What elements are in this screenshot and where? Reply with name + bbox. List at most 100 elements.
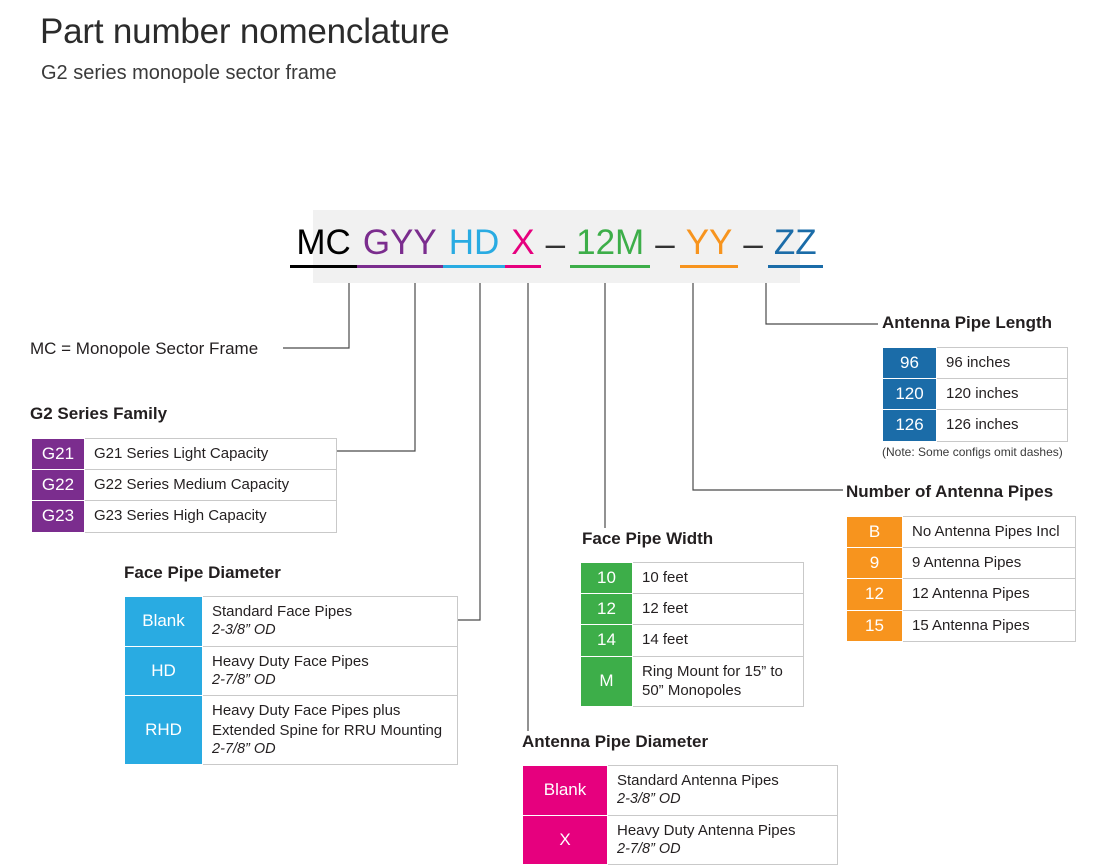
row-value-main: Ring Mount for 15” to 50” Monopoles bbox=[642, 662, 783, 699]
row-value-main: 96 inches bbox=[946, 354, 1011, 371]
row-key: M bbox=[580, 655, 633, 707]
formula-dash: – bbox=[545, 224, 566, 264]
row-key: Blank bbox=[522, 765, 608, 816]
row-value: G23 Series High Capacity bbox=[84, 500, 337, 533]
row-key: 96 bbox=[882, 346, 937, 380]
table-row: 96 96 inches bbox=[882, 346, 1068, 380]
row-key: Blank bbox=[124, 596, 203, 647]
formula-segment-mc: MC bbox=[290, 225, 357, 268]
leader-hd bbox=[458, 268, 481, 621]
row-value: 120 inches bbox=[936, 378, 1068, 411]
row-key: X bbox=[522, 814, 608, 865]
row-value: No Antenna Pipes Incl bbox=[902, 515, 1076, 549]
row-value-main: G21 Series Light Capacity bbox=[94, 445, 269, 462]
row-value-sub: 2-7/8” OD bbox=[212, 671, 276, 688]
leader-gyy bbox=[336, 268, 416, 452]
page-title: Part number nomenclature bbox=[40, 12, 450, 51]
row-value: 14 feet bbox=[632, 624, 804, 657]
row-key: 10 bbox=[580, 561, 633, 595]
row-key: G23 bbox=[31, 500, 85, 533]
row-value-main: 12 feet bbox=[642, 600, 688, 618]
row-key: HD bbox=[124, 645, 203, 697]
row-value-main: Heavy Duty Face Pipes plus Extended Spin… bbox=[212, 702, 443, 739]
row-key: B bbox=[846, 515, 903, 549]
row-value-main: G23 Series High Capacity bbox=[94, 507, 267, 525]
formula-dash: – bbox=[743, 224, 763, 264]
table-row: 12 12 Antenna Pipes bbox=[846, 578, 1076, 611]
section-title-face-pipe-diameter: Face Pipe Diameter bbox=[124, 563, 281, 582]
row-value-sub: 2-7/8” OD bbox=[617, 840, 681, 857]
row-value: 10 feet bbox=[632, 561, 804, 595]
table-row: 12 12 feet bbox=[580, 593, 804, 626]
formula-segment-x: X bbox=[505, 225, 541, 268]
section-title-antenna-pipe-length: Antenna Pipe Length bbox=[882, 313, 1052, 332]
row-value: 15 Antenna Pipes bbox=[902, 609, 1076, 642]
row-value-main: 12 Antenna Pipes bbox=[912, 585, 1030, 603]
row-value-main: No Antenna Pipes Incl bbox=[912, 523, 1060, 540]
row-value-main: 10 feet bbox=[642, 569, 688, 586]
table-row: G21 G21 Series Light Capacity bbox=[31, 437, 337, 471]
table-row: 10 10 feet bbox=[580, 561, 804, 595]
section-title-face-pipe-width: Face Pipe Width bbox=[582, 529, 714, 548]
dashes-note: (Note: Some configs omit dashes) bbox=[882, 445, 1063, 459]
formula-dash: – bbox=[655, 224, 675, 264]
row-value-main: 9 Antenna Pipes bbox=[912, 554, 1022, 572]
formula-segment-12m: 12M bbox=[570, 225, 651, 268]
row-value: G21 Series Light Capacity bbox=[84, 437, 337, 471]
row-value-main: Heavy Duty Antenna Pipes bbox=[617, 821, 796, 839]
row-value-main: 126 inches bbox=[946, 416, 1019, 434]
page-subtitle: G2 series monopole sector frame bbox=[41, 62, 337, 84]
row-value: Heavy Duty Face Pipes plus Extended Spin… bbox=[202, 695, 458, 766]
row-value-main: 14 feet bbox=[642, 631, 688, 649]
formula-segment-zz: ZZ bbox=[767, 225, 823, 268]
row-key: G22 bbox=[31, 469, 85, 502]
row-key: RHD bbox=[124, 695, 203, 766]
row-key: 120 bbox=[882, 378, 937, 411]
section-title-series-family: G2 Series Family bbox=[30, 404, 168, 423]
section-title-antenna-pipe-diameter: Antenna Pipe Diameter bbox=[522, 732, 709, 751]
row-value: 126 inches bbox=[936, 409, 1068, 442]
row-key: 14 bbox=[580, 624, 633, 657]
row-value-main: Standard Antenna Pipes bbox=[617, 772, 779, 789]
row-key: 12 bbox=[580, 593, 633, 626]
row-key: 12 bbox=[846, 578, 903, 611]
row-key: 9 bbox=[846, 547, 903, 580]
row-value: G22 Series Medium Capacity bbox=[84, 469, 337, 502]
table-row: G22 G22 Series Medium Capacity bbox=[31, 469, 337, 502]
row-value-main: Standard Face Pipes bbox=[212, 603, 353, 620]
table-number-of-antenna-pipes: B No Antenna Pipes Incl 9 9 Antenna Pipes 12… bbox=[846, 515, 1076, 642]
row-key: G21 bbox=[31, 437, 85, 471]
table-row: 14 14 feet bbox=[580, 624, 804, 657]
row-value: Ring Mount for 15” to 50” Monopoles bbox=[632, 655, 804, 707]
row-value-main: G22 Series Medium Capacity bbox=[94, 476, 290, 494]
section-title-number-of-antenna-pipes: Number of Antenna Pipes bbox=[846, 482, 1054, 501]
row-value: 12 Antenna Pipes bbox=[902, 578, 1076, 611]
row-value: 96 inches bbox=[936, 346, 1068, 380]
formula-segment-hd: HD bbox=[442, 225, 506, 268]
row-value-sub: 2-7/8” OD bbox=[212, 740, 276, 757]
leader-yy bbox=[692, 268, 843, 491]
row-value: 12 feet bbox=[632, 593, 804, 626]
row-value-main: Heavy Duty Face Pipes bbox=[212, 652, 369, 670]
formula-segment-yy: YY bbox=[679, 225, 739, 268]
mc-definition-label: MC = Monopole Sector Frame bbox=[30, 339, 259, 358]
